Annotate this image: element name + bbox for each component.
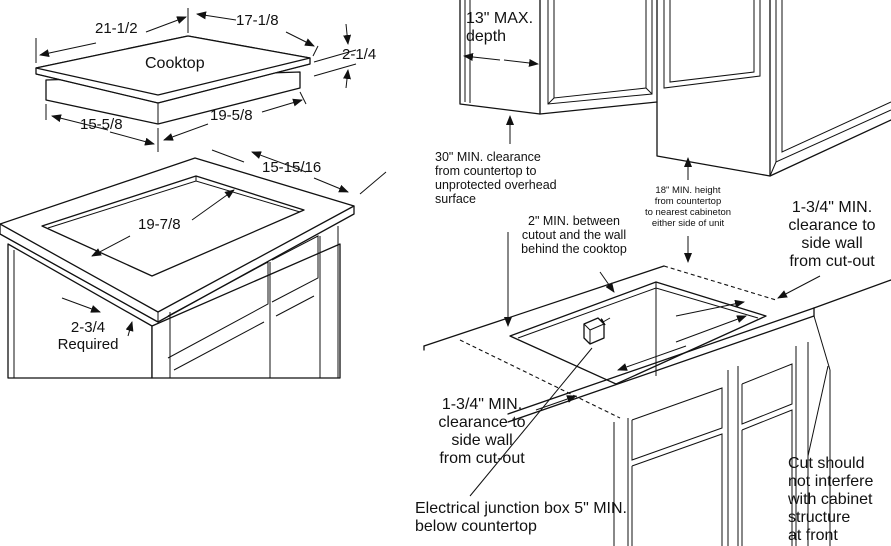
cooktop-base-front-label: 15-5/8 (80, 116, 123, 133)
cabinet-drawing (0, 149, 387, 379)
cabinet-height-label: 18" MIN. height from countertop to neare… (636, 185, 740, 230)
cooktop-height-label: 2-1/4 (342, 46, 377, 63)
overhead-clearance-line-1: 30" MIN. clearance (435, 150, 541, 164)
wall-cabinets (459, 0, 891, 177)
junction-box-line-2: below countertop (415, 517, 537, 535)
cut-note-label: Cut should not interfere with cabinet st… (788, 455, 873, 545)
side-clearance-left-line-2: clearance to (438, 413, 526, 431)
countertop (423, 265, 891, 423)
cabinet-dimension-arrows (61, 151, 349, 337)
overhead-clearance-line-2: from countertop to (435, 164, 537, 178)
cooktop-depth-label: 17-1/8 (236, 12, 279, 29)
side-clearance-left-line-3: side wall (451, 431, 513, 449)
side-clearance-right-line-4: from cut-out (789, 252, 875, 270)
callout-leaders (469, 347, 829, 497)
setback-label: 2-3/4 Required (54, 319, 122, 354)
wall-gap-line-2: cutout and the wall (521, 228, 627, 242)
setback-note: Required (57, 335, 119, 353)
side-clearance-right-label: 1-3/4" MIN. clearance to side wall from … (776, 199, 888, 271)
wall-gap-line-1: 2" MIN. between (528, 214, 620, 228)
max-depth-line-2: depth (466, 27, 507, 45)
cabinet-height-line-3: to nearest cabineton (644, 206, 732, 218)
cabinet-height-line-2: from countertop (654, 195, 722, 207)
wall-gap-line-3: behind the cooktop (521, 242, 627, 256)
cutout-depth-label: 15-15/16 (262, 159, 322, 176)
base-cabinet-right (613, 315, 831, 546)
cooktop-drawing (35, 8, 357, 152)
cabinet-height-line-4: either side of unit (651, 217, 725, 229)
side-clearance-left-label: 1-3/4" MIN. clearance to side wall from … (426, 396, 538, 468)
cabinet-height-line-1: 18" MIN. height (655, 185, 721, 196)
cut-note-line-2: not interfere (788, 472, 874, 490)
cooktop-title: Cooktop (145, 55, 205, 72)
setback-dimension: 2-3/4 (70, 319, 106, 336)
junction-box-line-1: Electrical junction box 5" MIN. (415, 500, 627, 517)
side-clearance-left-line-4: from cut-out (439, 449, 525, 467)
max-depth-line-1: 13" MAX. (466, 10, 534, 27)
side-clearance-right-line-3: side wall (801, 234, 863, 252)
cooktop-dimension-arrows (39, 11, 352, 146)
cooktop-width-label: 21-1/2 (95, 20, 138, 37)
overhead-clearance-label: 30" MIN. clearance from countertop to un… (435, 150, 557, 206)
side-clearance-left-line-1: 1-3/4" MIN. (441, 396, 523, 413)
cut-note-line-1: Cut should (788, 455, 865, 472)
cut-note-line-4: structure (788, 508, 851, 526)
side-clearance-right-line-2: clearance to (788, 216, 876, 234)
cutout-width-label: 19-7/8 (138, 216, 181, 233)
cooktop-base-side-label: 19-5/8 (210, 107, 253, 124)
junction-box-label: Electrical junction box 5" MIN. below co… (415, 500, 627, 536)
overhead-clearance-line-3: unprotected overhead (435, 178, 557, 192)
max-depth-label: 13" MAX. depth (466, 10, 533, 46)
cut-note-line-5: at front (788, 526, 838, 544)
cut-note-line-3: with cabinet (788, 490, 873, 508)
overhead-clearance-line-4: surface (435, 192, 476, 206)
wall-gap-label: 2" MIN. between cutout and the wall behi… (509, 214, 639, 256)
side-clearance-right-line-1: 1-3/4" MIN. (791, 199, 873, 216)
